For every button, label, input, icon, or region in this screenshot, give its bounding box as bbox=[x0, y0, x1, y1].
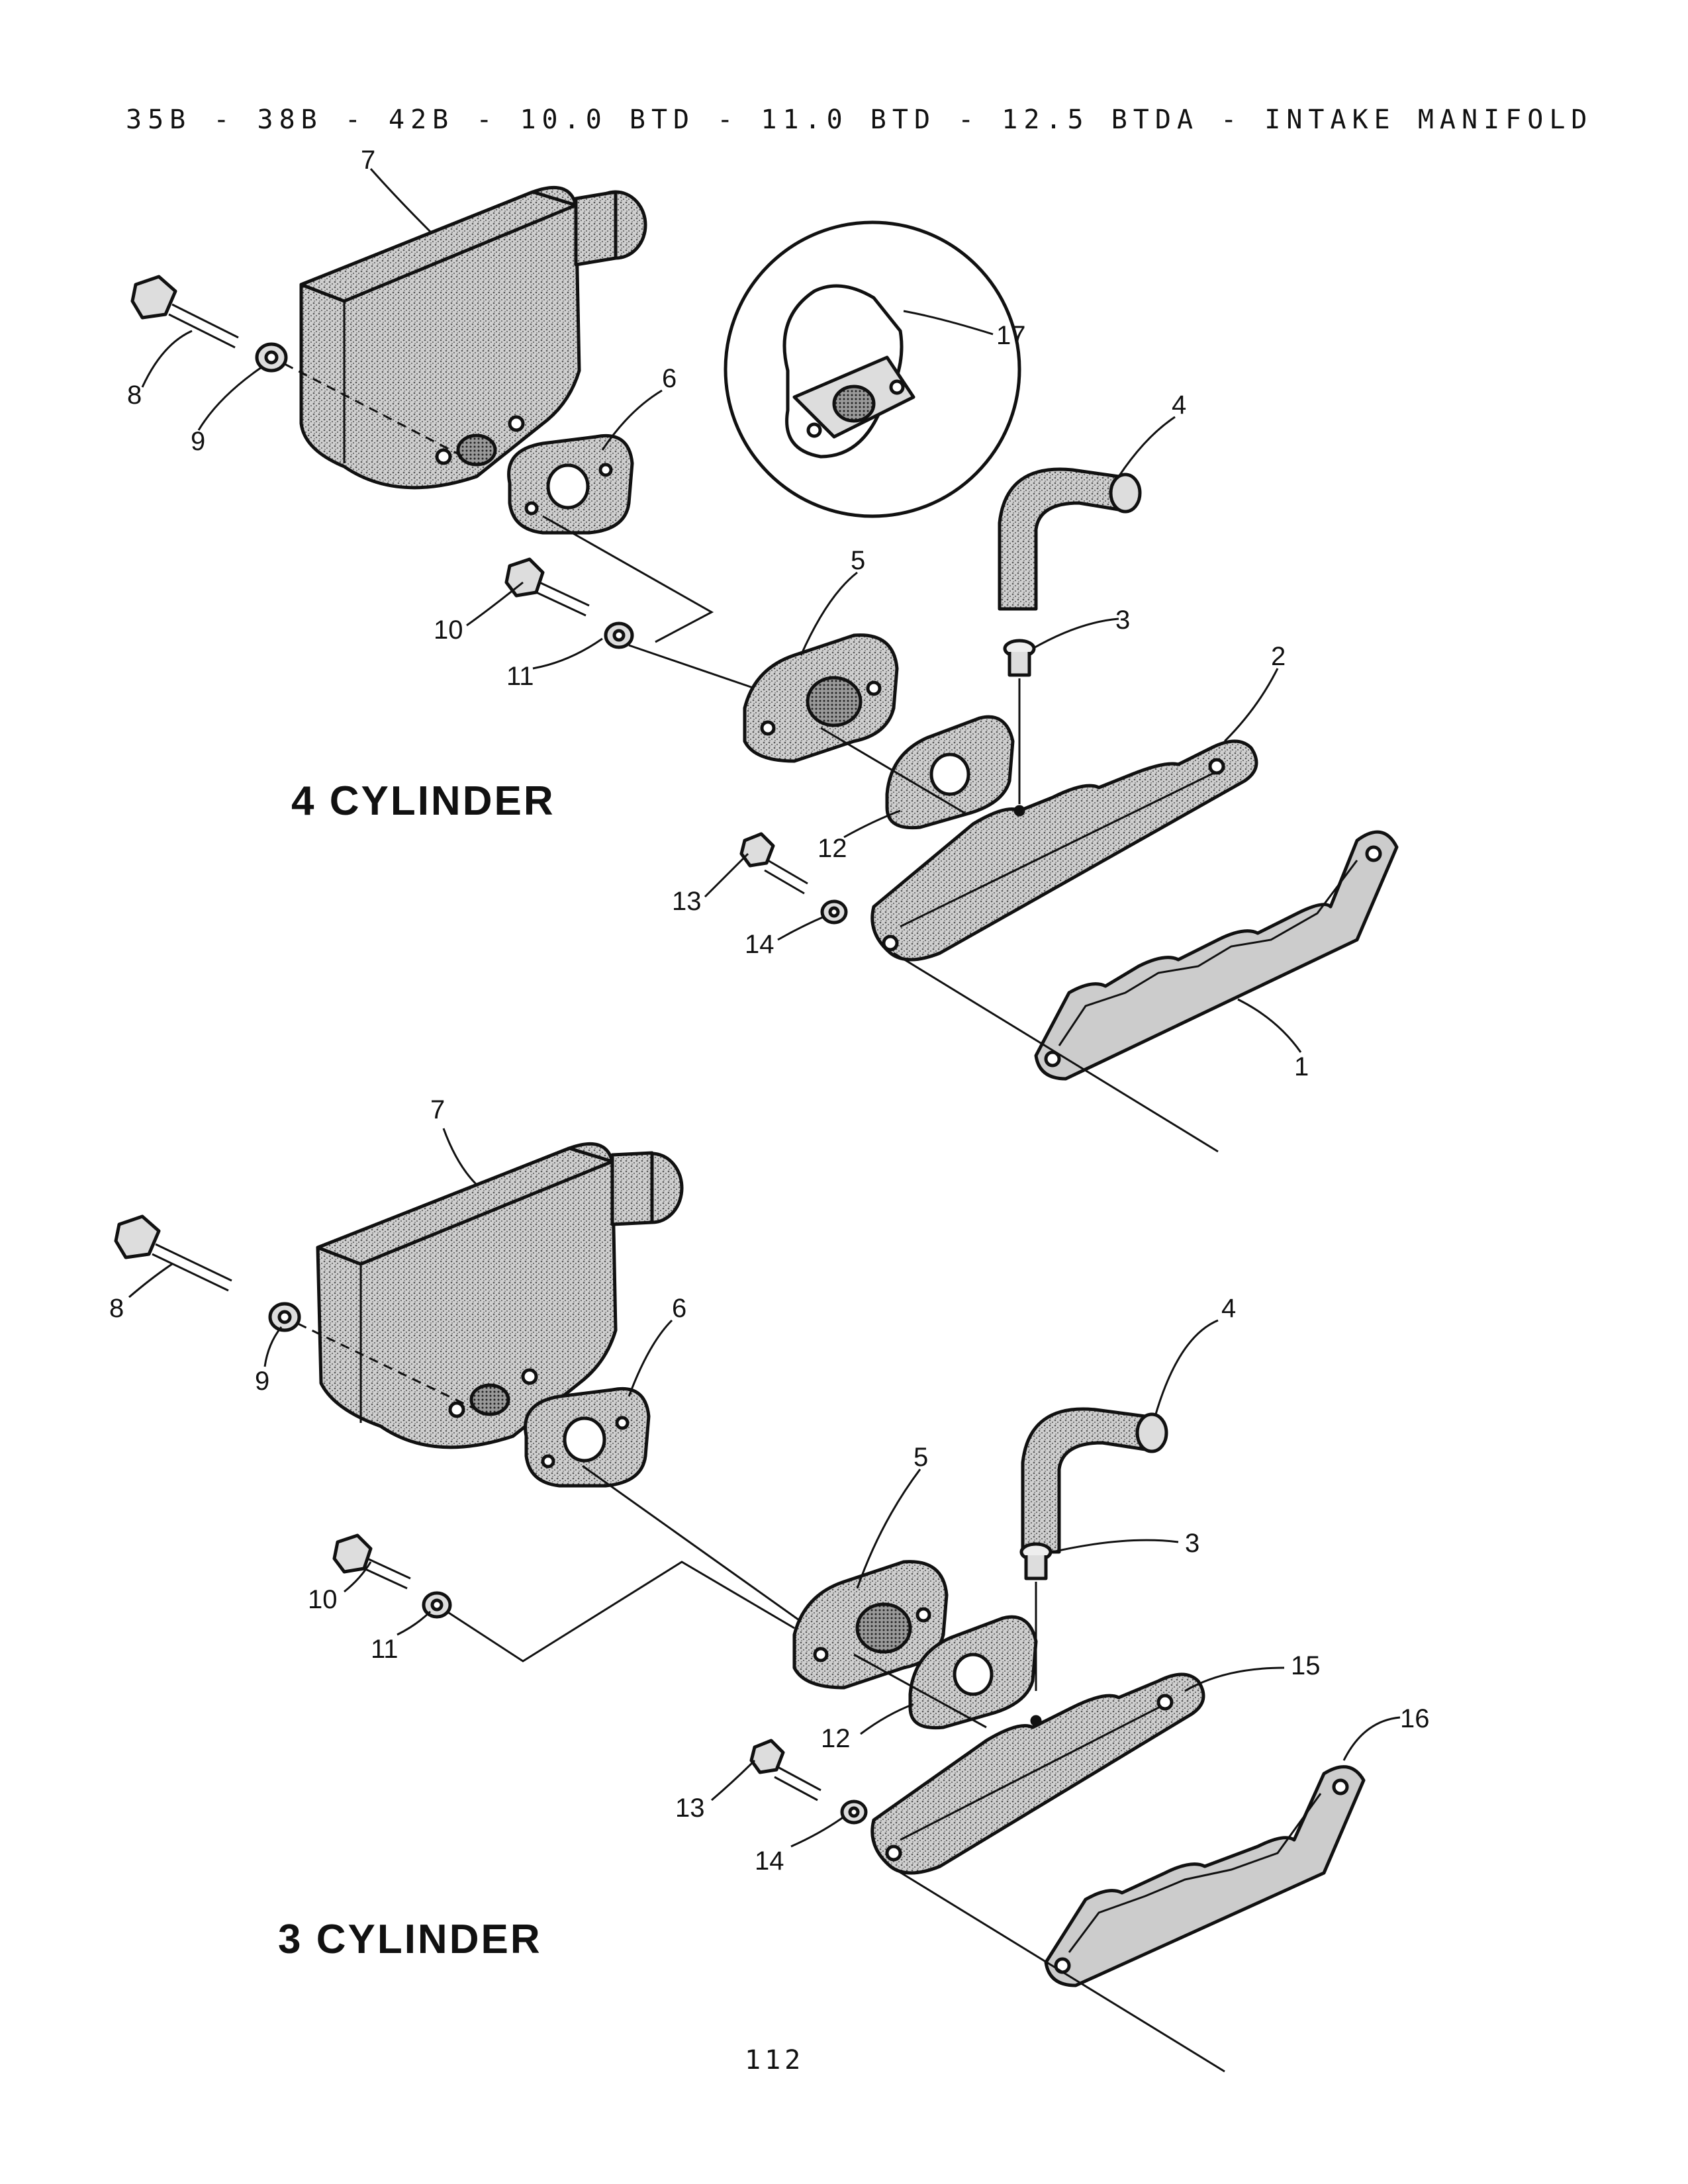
gasket-item-12 bbox=[885, 715, 1015, 830]
callout-4: 4 bbox=[1172, 390, 1186, 420]
three-cylinder-assembly bbox=[114, 1142, 1366, 2073]
leader-lines-three-cylinder bbox=[128, 1128, 1401, 1848]
bolt-item-13 bbox=[739, 832, 808, 895]
gasket-item-6 bbox=[507, 433, 634, 535]
callout-13: 13 bbox=[672, 887, 702, 916]
inset-detail-circle bbox=[724, 220, 1021, 518]
callout-2: 2 bbox=[1271, 642, 1286, 671]
callout-4: 4 bbox=[1221, 1294, 1236, 1323]
callout-5: 5 bbox=[851, 546, 865, 575]
four-cylinder-assembly bbox=[130, 185, 1399, 1153]
section-label-three-cylinder: 3 CYLINDER bbox=[278, 1917, 542, 1962]
callout-14: 14 bbox=[755, 1846, 784, 1876]
callout-3: 3 bbox=[1115, 606, 1130, 635]
callout-11: 11 bbox=[506, 662, 534, 691]
fitting-item-3 bbox=[1003, 639, 1036, 804]
callout-8: 8 bbox=[127, 381, 142, 410]
hose-item-4 bbox=[1021, 1407, 1168, 1554]
callout-10: 10 bbox=[308, 1585, 338, 1614]
callout-1: 1 bbox=[1294, 1052, 1309, 1081]
page-title: 35B - 38B - 42B - 10.0 BTD - 11.0 BTD - … bbox=[126, 105, 1593, 135]
spacer-item-5 bbox=[743, 633, 899, 763]
callout-12: 12 bbox=[821, 1724, 851, 1753]
washer-item-14 bbox=[820, 899, 848, 925]
air-intake-housing bbox=[316, 1142, 684, 1449]
bolt-item-10 bbox=[332, 1533, 411, 1590]
section-label-four-cylinder: 4 CYLINDER bbox=[291, 778, 555, 824]
callouts-three-cylinder: 3 4 5 6 7 8 9 10 11 12 13 14 15 16 bbox=[109, 1095, 1430, 1876]
callout-9: 9 bbox=[191, 427, 205, 456]
callout-7: 7 bbox=[361, 146, 375, 175]
callout-16: 16 bbox=[1400, 1704, 1430, 1733]
callout-8: 8 bbox=[109, 1294, 124, 1323]
callout-3: 3 bbox=[1185, 1529, 1199, 1558]
callout-12: 12 bbox=[818, 834, 847, 863]
callout-17: 17 bbox=[996, 321, 1026, 350]
gasket-item-12 bbox=[908, 1615, 1038, 1730]
spacer-item-5 bbox=[792, 1560, 949, 1690]
callout-6: 6 bbox=[662, 364, 677, 393]
gasket-item-6 bbox=[524, 1387, 651, 1488]
air-intake-housing bbox=[299, 185, 647, 490]
callout-11: 11 bbox=[371, 1635, 399, 1664]
callouts-four-cylinder: 1 2 3 4 5 6 7 8 9 10 11 12 13 14 17 bbox=[127, 146, 1309, 1081]
bolt-item-8 bbox=[114, 1214, 232, 1292]
leader-lines-four-cylinder bbox=[141, 168, 1302, 1053]
callout-13: 13 bbox=[675, 1794, 705, 1823]
washer-item-11 bbox=[422, 1591, 452, 1619]
washer-item-9 bbox=[255, 342, 288, 373]
callout-7: 7 bbox=[430, 1095, 445, 1124]
callout-14: 14 bbox=[745, 930, 774, 959]
manifold-gasket-item-1 bbox=[1034, 830, 1399, 1081]
hose-item-4 bbox=[998, 467, 1142, 611]
manifold-gasket-item-16 bbox=[1044, 1765, 1366, 1987]
bolt-item-13 bbox=[749, 1739, 821, 1801]
manifold-item-2 bbox=[870, 739, 1258, 962]
washer-item-11 bbox=[604, 621, 634, 649]
washer-item-14 bbox=[840, 1799, 868, 1825]
callout-10: 10 bbox=[434, 615, 463, 645]
bolt-item-10 bbox=[504, 557, 590, 617]
callout-6: 6 bbox=[672, 1294, 686, 1323]
washer-item-9 bbox=[268, 1302, 301, 1332]
callout-9: 9 bbox=[255, 1367, 269, 1396]
page-number: 112 bbox=[745, 2045, 805, 2075]
callout-15: 15 bbox=[1291, 1651, 1321, 1680]
bolt-item-8 bbox=[130, 275, 239, 349]
callout-5: 5 bbox=[914, 1443, 928, 1472]
